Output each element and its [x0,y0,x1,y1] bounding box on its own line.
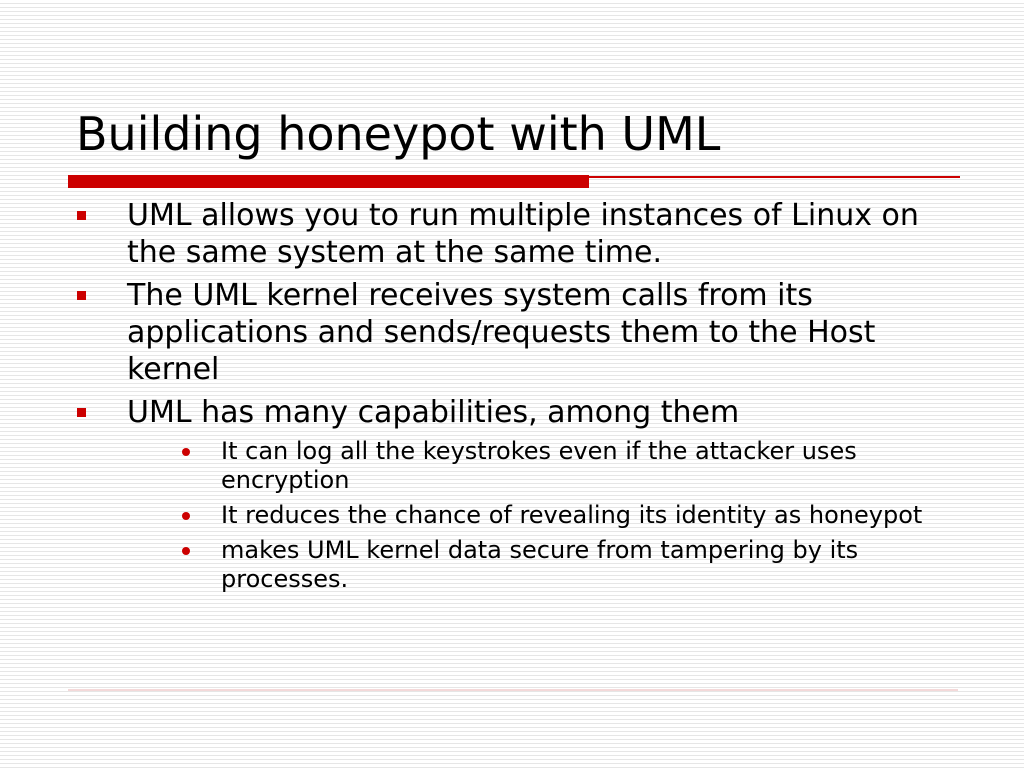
red-dot-bullet-icon [182,448,190,456]
sub-bullet-item: makes UML kernel data secure from tamper… [76,536,956,594]
sub-bullet-text: makes UML kernel data secure from tamper… [221,536,859,593]
sub-bullet-text: It reduces the chance of revealing its i… [221,501,923,529]
bullet-item: UML allows you to run multiple instances… [76,197,956,271]
bullet-text: The UML kernel receives system calls fro… [127,278,876,387]
footer-divider [68,689,958,691]
sub-bullet-text: It can log all the keystrokes even if th… [221,437,857,494]
bullet-item: UML has many capabilities, among them [76,394,956,431]
red-square-bullet-icon [77,211,86,220]
title-underline-line [589,176,960,178]
sub-bullet-item: It reduces the chance of revealing its i… [76,501,956,530]
red-dot-bullet-icon [182,547,190,555]
slide-content: UML allows you to run multiple instances… [76,197,956,600]
red-square-bullet-icon [77,408,86,417]
slide-title: Building honeypot with UML [76,107,721,161]
red-dot-bullet-icon [182,512,190,520]
bullet-text: UML has many capabilities, among them [127,395,740,430]
title-underline-bar [68,175,589,188]
bullet-text: UML allows you to run multiple instances… [127,198,919,270]
bullet-item: The UML kernel receives system calls fro… [76,277,956,388]
red-square-bullet-icon [77,291,86,300]
sub-bullet-list: It can log all the keystrokes even if th… [76,437,956,594]
sub-bullet-item: It can log all the keystrokes even if th… [76,437,956,495]
